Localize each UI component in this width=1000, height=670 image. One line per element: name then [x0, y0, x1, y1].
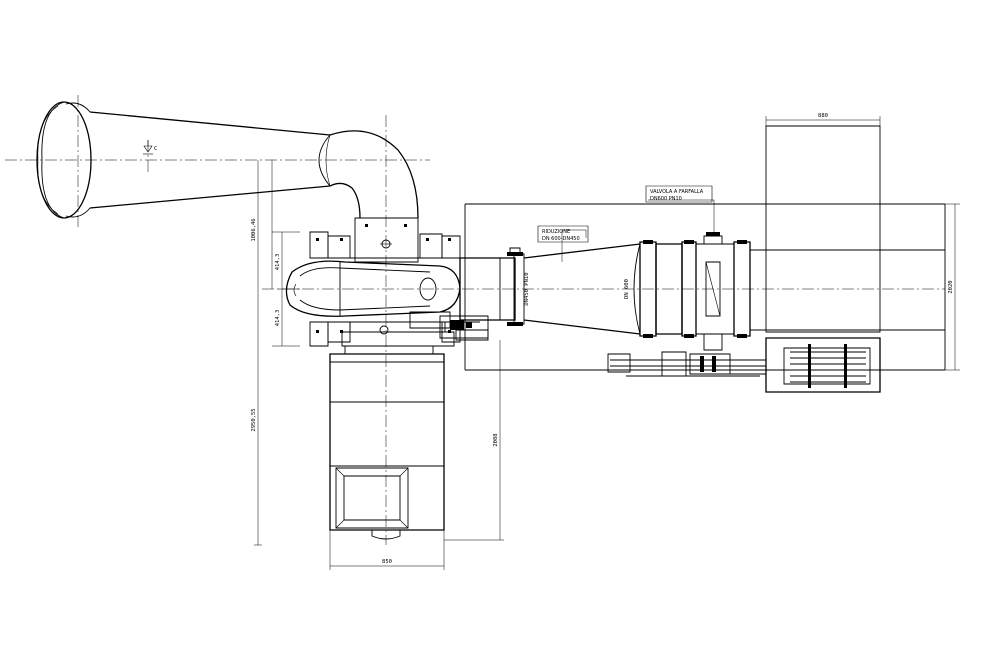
dim-box-width-label: 880	[818, 113, 828, 119]
outlet-piping	[460, 204, 945, 370]
dim-box-height-label: 2020	[948, 280, 954, 293]
riduzione-label-line2: DN 600-DN450	[542, 236, 580, 242]
labels: 1006,46 414,3 414,3 2950,55 2088 850 880…	[251, 113, 954, 565]
right-box	[766, 126, 880, 392]
valve-label-line1: VALVOLA A FARFALLA	[650, 189, 704, 195]
valve-label-line2: DN600 PN10	[650, 196, 682, 202]
fan-body	[286, 218, 488, 346]
dim-tank-width-label: 850	[382, 559, 392, 565]
riduzione-label-line1: RIDUZIONE	[542, 229, 570, 235]
actuator-rod	[608, 352, 766, 376]
dimensions	[254, 116, 960, 570]
fan-bolts	[316, 224, 451, 333]
valve-box	[646, 186, 712, 202]
upper-duct: C	[37, 102, 418, 218]
dim-front-upper-label: 1006,46	[251, 218, 257, 241]
tank	[330, 346, 444, 539]
symbol-c-label: C	[154, 146, 157, 152]
dn450-label: DN450 PN10	[524, 272, 530, 305]
dim-front-414a-label: 414,3	[275, 254, 281, 271]
dim-front-414b-label: 414,3	[275, 310, 281, 327]
dn600-label: DN 600	[624, 279, 630, 299]
dim-tank-height-label: 2088	[493, 433, 499, 446]
dim-total-height-label: 2950,55	[251, 408, 257, 431]
riduzione-box	[538, 226, 588, 242]
